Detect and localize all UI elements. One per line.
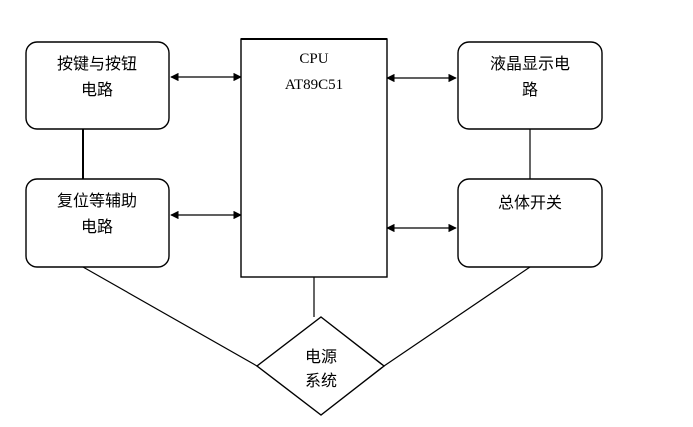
master-switch-box: 总体开关: [457, 178, 603, 268]
reset-power-connector: [82, 266, 258, 367]
reset-label-line1: 复位等辅助: [57, 191, 137, 210]
cpu-label-line1: CPU: [299, 51, 328, 67]
power-label-line2: 系统: [305, 371, 337, 390]
keys-label-line2: 电路: [81, 80, 113, 99]
reset-circuit-box: 复位等辅助 电路: [25, 178, 170, 268]
cpu-label-line2: AT89C51: [285, 77, 343, 93]
switch-label: 总体开关: [498, 193, 562, 212]
lcd-circuit-box: 液晶显示电 路: [457, 41, 603, 130]
power-label-line1: 电源: [305, 347, 337, 366]
keys-circuit-box: 按键与按钮 电路: [25, 41, 170, 130]
reset-label-line2: 电路: [81, 217, 113, 236]
power-system-diamond: 电源 系统: [255, 316, 386, 416]
switch-power-connector: [383, 266, 531, 367]
keys-label-line1: 按键与按钮: [57, 54, 137, 73]
cpu-box: CPU AT89C51: [240, 38, 388, 278]
lcd-label-line1: 液晶显示电: [490, 54, 570, 73]
lcd-label-line2: 路: [522, 80, 538, 99]
